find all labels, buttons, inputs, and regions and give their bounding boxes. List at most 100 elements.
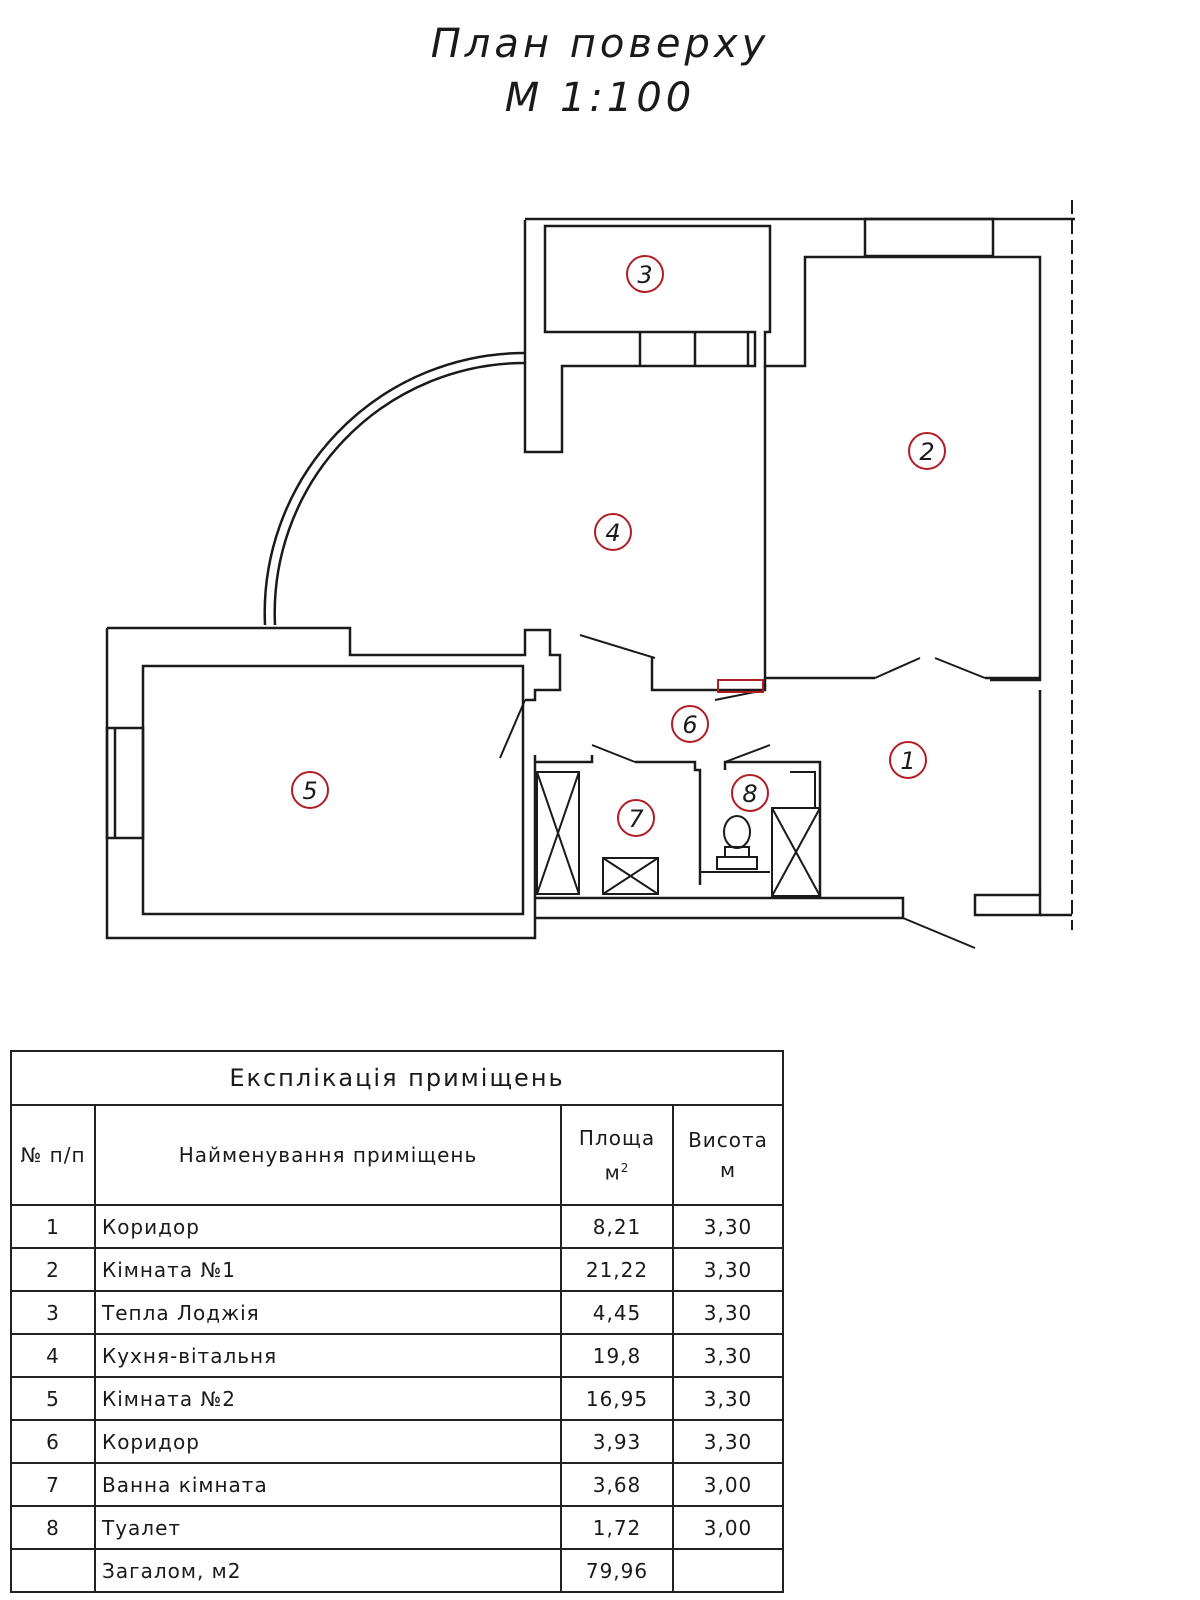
door-room5: [499, 699, 526, 759]
toilet-base: [724, 846, 750, 858]
wall-hall: [650, 658, 767, 692]
room-marker-5: 5: [291, 771, 329, 809]
total-area: 79,96: [560, 1548, 674, 1593]
floor-plan: 1 2 3 4 5 6 7 8: [105, 200, 1075, 949]
bathtub: [602, 857, 659, 895]
cell-name: Кухня-вітальня: [94, 1333, 562, 1378]
cell-name: Кімната №2: [94, 1376, 562, 1421]
plan-title: План поверху: [430, 21, 770, 67]
shaft-right: [771, 807, 821, 897]
cell-area: 4,45: [560, 1290, 674, 1335]
room-number-label: 1: [900, 747, 915, 775]
cell-height: 3,30: [672, 1419, 784, 1464]
cell-name: Туалет: [94, 1505, 562, 1550]
door-room4: [579, 634, 656, 659]
door-bath: [591, 744, 636, 763]
cell-height: 3,00: [672, 1505, 784, 1550]
cell-height: 3,30: [672, 1333, 784, 1378]
cell-height: 3,30: [672, 1376, 784, 1421]
wall-arc: [263, 351, 526, 626]
bathtub-cross: [602, 857, 659, 895]
cell-name: Коридор: [94, 1204, 562, 1249]
cell-area: 19,8: [560, 1333, 674, 1378]
room-number-label: 4: [605, 519, 620, 547]
cell-area: 16,95: [560, 1376, 674, 1421]
room-number-label: 8: [742, 780, 757, 808]
cell-height: 3,30: [672, 1204, 784, 1249]
room-number-label: 2: [919, 438, 934, 466]
explication-table: Експлікація приміщень № п/п Найменування…: [10, 1050, 784, 1593]
header-num: № п/п: [10, 1104, 96, 1206]
room-markers: 1 2 3 4 5 6 7 8: [291, 255, 946, 837]
cell-number: 7: [10, 1462, 96, 1507]
cell-height: 3,30: [672, 1247, 784, 1292]
wall-room2-bottom: [763, 366, 1040, 680]
wall-room5: [105, 628, 905, 940]
room-number-label: 5: [302, 777, 317, 805]
door-exit: [902, 917, 976, 949]
room-marker-8: 8: [731, 774, 769, 812]
cell-number: 2: [10, 1247, 96, 1292]
cell-area: 3,93: [560, 1419, 674, 1464]
cell-number: 1: [10, 1204, 96, 1249]
door-room2-a: [874, 657, 921, 679]
door-wc: [724, 744, 771, 763]
cell-name: Ванна кімната: [94, 1462, 562, 1507]
cell-area: 1,72: [560, 1505, 674, 1550]
wall-arc-inner: [273, 361, 526, 626]
table-total-row: Загалом, м2 79,96: [10, 1548, 784, 1593]
shaft-right-top: [790, 771, 816, 808]
cell-name: Коридор: [94, 1419, 562, 1464]
walls: [105, 200, 1075, 940]
room-number-label: 3: [637, 261, 652, 289]
shaft-right-cross: [771, 807, 821, 897]
cell-number: 6: [10, 1419, 96, 1464]
exit-wall: [973, 893, 1042, 917]
wall-room5-top: [107, 626, 562, 702]
cell-area: 8,21: [560, 1204, 674, 1249]
plan-scale: М 1:100: [504, 75, 696, 121]
cell-area: 21,22: [560, 1247, 674, 1292]
room-marker-7: 7: [617, 799, 655, 837]
cell-number: 5: [10, 1376, 96, 1421]
fixtures: [536, 771, 821, 897]
toilet-icon: [723, 815, 751, 849]
window-top: [863, 217, 995, 258]
cell-number: 8: [10, 1505, 96, 1550]
shaft-left: [536, 771, 580, 895]
window-left: [105, 726, 145, 840]
wall-loggia: [523, 220, 1042, 682]
cell-height: 3,00: [672, 1462, 784, 1507]
door-room2-b: [934, 657, 986, 679]
cell-name: Тепла Лоджія: [94, 1290, 562, 1335]
room-marker-4: 4: [594, 513, 632, 551]
radiator: [717, 679, 764, 693]
header-name: Найменування приміщень: [94, 1104, 562, 1206]
loggia-dividers: [638, 332, 750, 366]
wall-bath: [533, 755, 822, 898]
room-marker-3: 3: [626, 255, 664, 293]
cell-number: 4: [10, 1333, 96, 1378]
cell-number: 3: [10, 1290, 96, 1335]
total-label: Загалом, м2: [94, 1548, 562, 1593]
room-number-label: 7: [628, 805, 644, 833]
table-caption: Експлікація приміщень: [10, 1050, 784, 1106]
room5-inner: [141, 664, 525, 916]
room-marker-2: 2: [908, 432, 946, 470]
shaft-left-cross: [536, 771, 580, 895]
cell-height: 3,30: [672, 1290, 784, 1335]
room-number-label: 6: [682, 711, 697, 739]
cell-name: Кімната №1: [94, 1247, 562, 1292]
